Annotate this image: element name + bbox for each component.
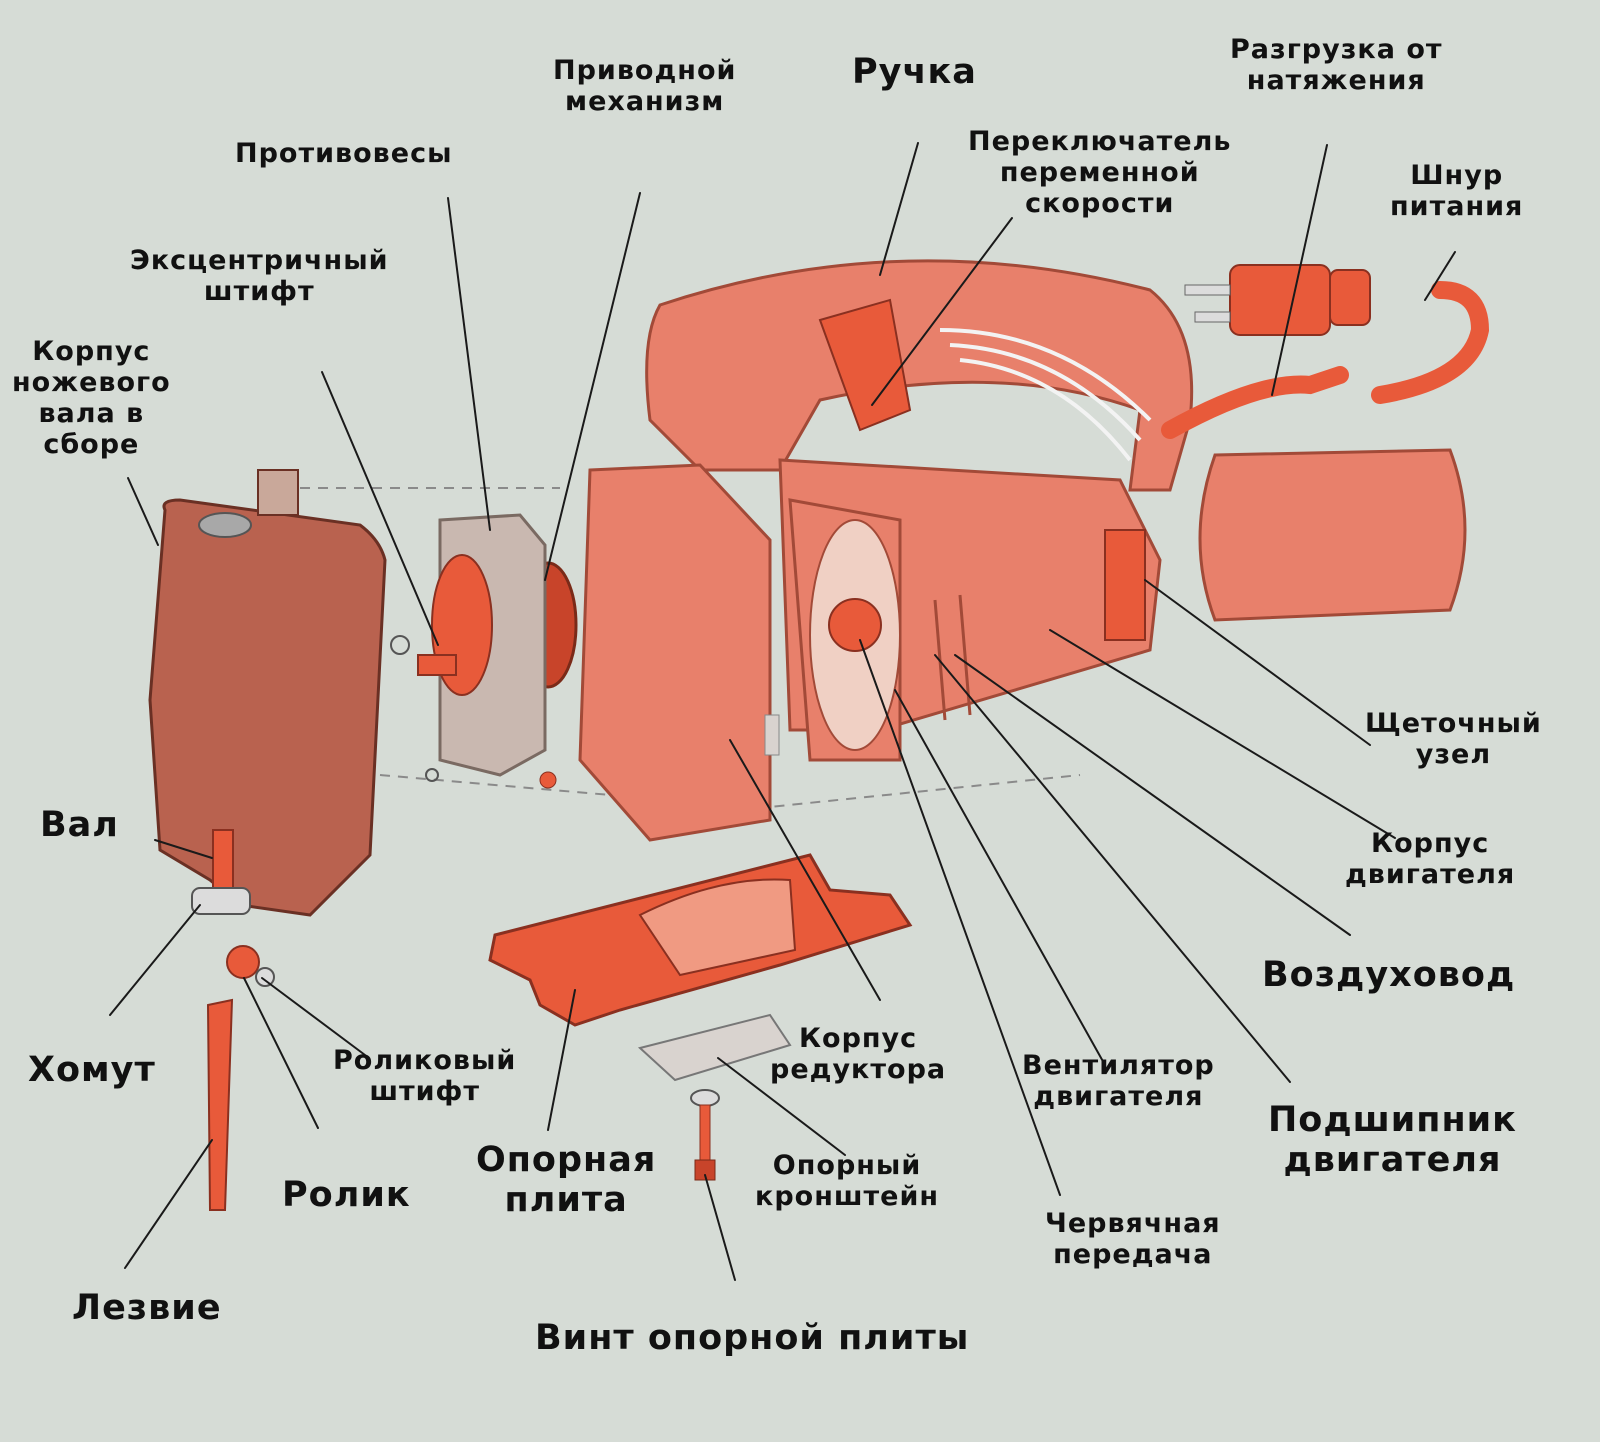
label-blade: Лезвие: [72, 1288, 222, 1328]
leader-brush-unit: [1144, 579, 1371, 746]
power-cord-part: [1161, 264, 1490, 439]
leader-clamp: [109, 904, 201, 1016]
label-roller: Ролик: [282, 1175, 411, 1215]
roller-part: [226, 945, 260, 979]
clamp-part: [191, 887, 251, 915]
leader-support-bracket: [717, 1057, 846, 1156]
leader-lines: [109, 142, 1456, 1281]
leader-counterweights: [447, 197, 491, 531]
handle-part: [645, 259, 1194, 492]
worm-gear-part: [828, 598, 882, 652]
leader-strain-relief: [1271, 144, 1328, 396]
leader-roller: [243, 977, 319, 1129]
leader-motor-bearing: [934, 654, 1291, 1083]
label-handle: Ручка: [852, 52, 977, 92]
leader-base-plate-screw: [704, 1174, 736, 1281]
leader-motor-fan: [894, 689, 1106, 1066]
roller-pin-part: [255, 967, 275, 987]
leader-shaft: [154, 839, 213, 859]
base-plate-screw-part: [690, 1089, 720, 1181]
leader-handle: [879, 142, 919, 276]
leader-drive-mechanism: [544, 192, 641, 581]
label-base-plate-screw: Винт опорной плиты: [535, 1318, 970, 1358]
motor-housing-part: [778, 458, 1162, 762]
leader-base-plate: [547, 989, 576, 1131]
leader-worm-gear: [859, 639, 1061, 1196]
leader-blade: [124, 1139, 213, 1269]
leader-power-cord: [1424, 251, 1456, 301]
leader-gear-housing: [729, 739, 881, 1001]
label-shaft: Вал: [40, 805, 119, 845]
leader-motor-housing: [1049, 629, 1396, 839]
counterweights-part: [417, 513, 547, 777]
gear-housing-part: [578, 463, 772, 842]
leader-air-duct: [954, 654, 1351, 936]
brush-unit-part: [1104, 529, 1146, 641]
speed-switch-part: [818, 298, 912, 432]
leader-eccentric-pin: [321, 371, 439, 646]
blade-shaft-housing-part: [148, 469, 387, 917]
leader-speed-switch: [871, 217, 1013, 406]
eccentric-pin-part: [417, 654, 457, 676]
leader-blade-shaft-housing: [127, 477, 159, 546]
motor-cap-part: [1198, 448, 1467, 622]
leader-roller-pin: [261, 977, 366, 1056]
support-bracket-part: [637, 1013, 792, 1082]
label-counterweights: Противовесы: [235, 138, 453, 169]
label-air-duct: Воздуховод: [1262, 955, 1516, 995]
plug: [1229, 264, 1331, 336]
blade-part: [206, 998, 234, 1211]
label-clamp: Хомут: [28, 1050, 156, 1090]
